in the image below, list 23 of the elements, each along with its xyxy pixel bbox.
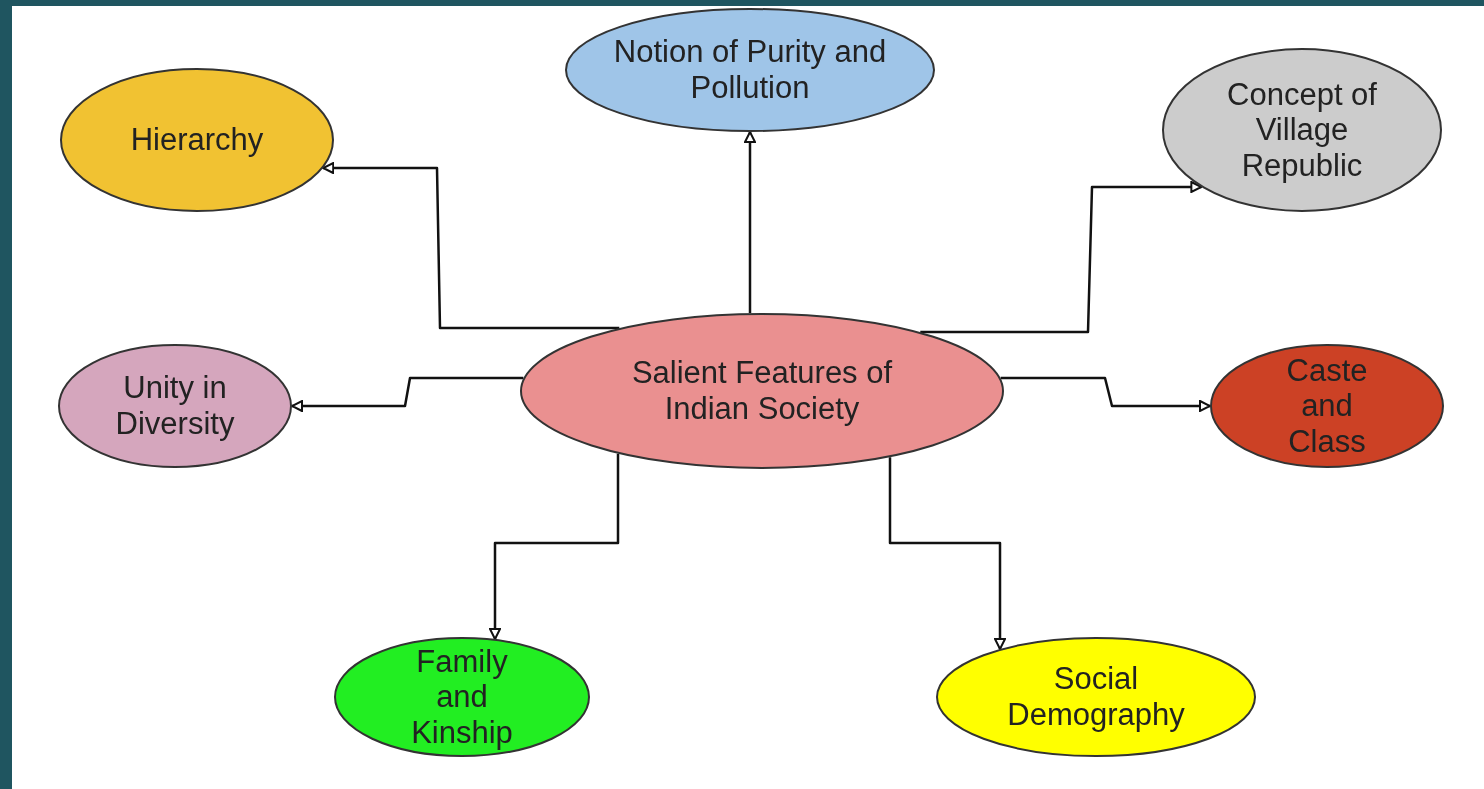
arrow [744,131,756,314]
node-label: Concept of Village Republic [1226,76,1378,184]
topic-ellipse [565,8,935,132]
topic-ellipse [1210,344,1444,468]
arrow [489,453,620,641]
node-label: Salient Features of Indian Society [630,355,894,427]
topic-ellipse [60,68,334,212]
node-label: Family and Kinship [410,643,514,751]
arrow [920,181,1203,334]
topic-ellipse [334,637,590,757]
node-label: Notion of Purity and Pollution [612,34,888,106]
node-label: Hierarchy [129,122,265,158]
arrow [322,162,620,330]
topic-ellipse [58,344,292,468]
arrow [291,376,524,412]
topic-ellipse [936,637,1256,757]
node-label: Social Demography [1006,661,1186,733]
topic-ellipse [1162,48,1442,212]
central-ellipse [520,313,1004,469]
arrow [1000,376,1211,412]
arrow [888,457,1006,650]
node-label: Caste and Class [1285,352,1369,460]
node-label: Unity in Diversity [114,370,236,442]
